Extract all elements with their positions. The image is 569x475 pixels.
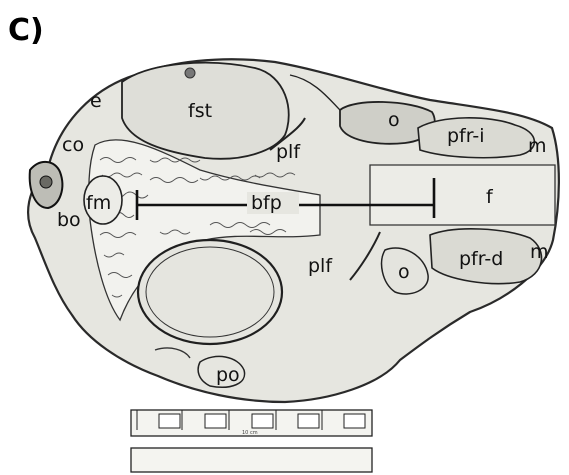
lower-foramen xyxy=(138,240,282,344)
scale-text: 10 cm xyxy=(242,430,258,436)
label-o-lower: o xyxy=(398,261,410,283)
label-m-lower: m xyxy=(530,241,549,263)
label-m-upper: m xyxy=(528,135,547,157)
label-fst: fst xyxy=(188,100,212,122)
label-plf-upper: plf xyxy=(276,141,301,163)
label-co: co xyxy=(62,134,84,156)
label-o-upper: o xyxy=(388,109,400,131)
fst-mark xyxy=(185,68,195,78)
label-fm: fm xyxy=(86,192,111,214)
co-dot xyxy=(40,176,52,188)
label-e: e xyxy=(90,90,102,112)
label-pfr-d: pfr-d xyxy=(459,248,503,270)
scale-bar: 10 cm xyxy=(131,410,372,472)
label-plf-lower: plf xyxy=(308,255,333,277)
panel-label: C) xyxy=(8,13,44,48)
label-pfr-i: pfr-i xyxy=(447,125,484,147)
label-bfp: bfp xyxy=(251,192,282,214)
f-region xyxy=(370,165,555,225)
label-bo: bo xyxy=(57,209,81,231)
label-po: po xyxy=(216,364,240,386)
